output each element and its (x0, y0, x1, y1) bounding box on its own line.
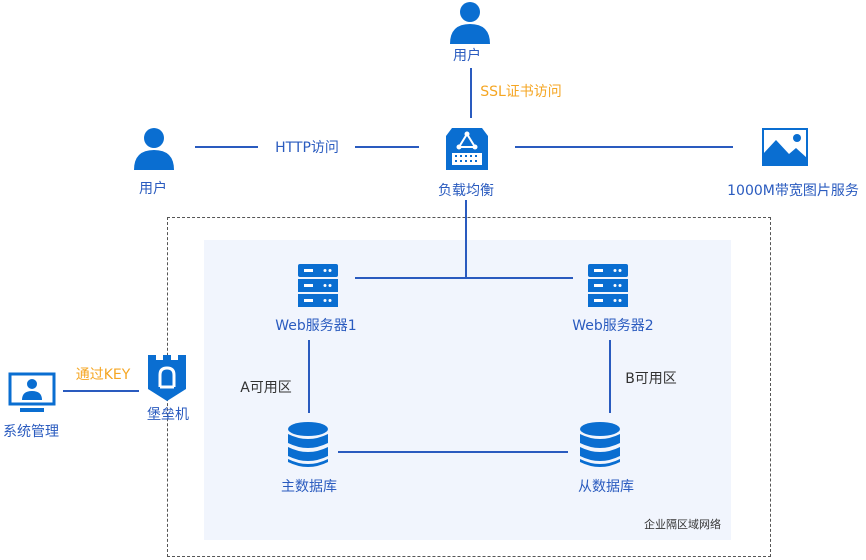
edge-web1-db (308, 340, 310, 413)
zone-b-label: B可用区 (625, 371, 677, 387)
edge-web1-web2 (355, 277, 573, 279)
web1-label: Web服务器1 (275, 318, 357, 334)
database-icon[interactable] (580, 422, 620, 468)
load-balancer-icon[interactable] (446, 128, 488, 170)
user-top-label: 用户 (453, 48, 481, 64)
bastion-label: 堡垒机 (147, 407, 189, 423)
edge-http-left (195, 146, 258, 148)
monitor-user-icon[interactable] (8, 372, 56, 414)
db-master-label: 主数据库 (281, 479, 337, 495)
edge-lb-image (515, 146, 733, 148)
ssl-edge-label: SSL证书访问 (480, 84, 562, 100)
image-icon[interactable] (762, 128, 808, 166)
http-edge-label: HTTP访问 (275, 140, 339, 156)
user-icon (134, 128, 174, 170)
bastion-shield-icon[interactable] (148, 355, 186, 401)
enterprise-network-zone: 企业隔区域网络 (204, 240, 731, 540)
edge-http-right (355, 146, 419, 148)
zone-a-label: A可用区 (240, 380, 292, 396)
edge-user-lb (470, 68, 472, 118)
load-balancer-label: 负载均衡 (438, 183, 494, 199)
server-icon[interactable] (298, 264, 338, 308)
server-icon[interactable] (588, 264, 628, 308)
db-slave-label: 从数据库 (578, 479, 634, 495)
zone-label: 企业隔区域网络 (644, 518, 721, 531)
edge-web2-db (609, 340, 611, 413)
web2-label: Web服务器2 (572, 318, 654, 334)
database-icon[interactable] (288, 422, 328, 468)
user-left-label: 用户 (139, 181, 167, 197)
key-edge-label: 通过KEY (75, 367, 131, 383)
edge-db-replication (338, 451, 568, 453)
admin-label: 系统管理 (3, 424, 59, 440)
edge-admin-bastion (63, 390, 139, 392)
user-icon (450, 2, 490, 44)
image-service-label: 1000M带宽图片服务 (727, 183, 859, 199)
edge-lb-web (465, 200, 467, 277)
